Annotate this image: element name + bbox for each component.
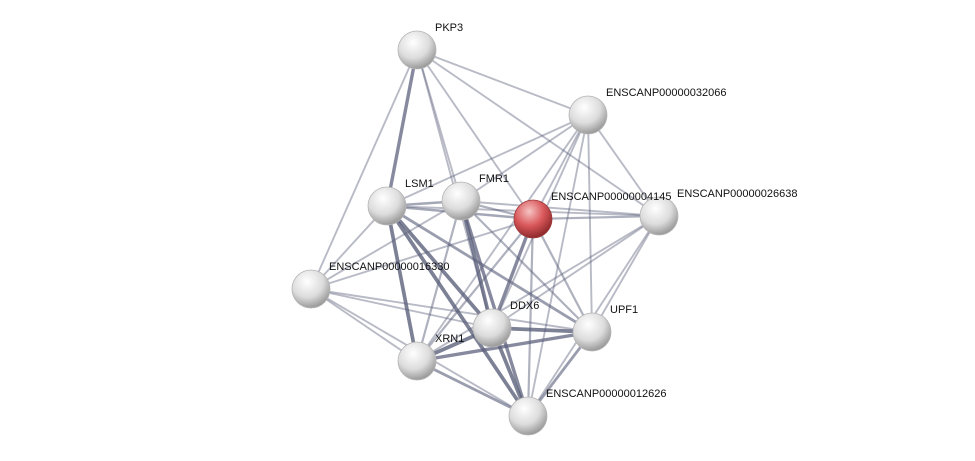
edge-E32066-E12626[interactable] bbox=[527, 114, 589, 417]
node-e12626[interactable] bbox=[508, 396, 548, 436]
edge-LSM1-XRN1[interactable] bbox=[385, 205, 419, 362]
node-label[interactable]: ENSCANP00000032066 bbox=[606, 87, 727, 99]
node-label[interactable]: ENSCANP00000016330 bbox=[329, 261, 450, 273]
edge-E04145-E16330[interactable] bbox=[310, 218, 534, 290]
edge-FMR1-UPF1[interactable] bbox=[460, 200, 593, 333]
edge-E16330-UPF1[interactable] bbox=[310, 288, 593, 333]
edge-FMR1-E16330[interactable] bbox=[310, 200, 462, 290]
node-label[interactable]: XRN1 bbox=[435, 333, 465, 345]
node-label[interactable]: ENSCANP00000026638 bbox=[677, 188, 798, 200]
edge-E32066-FMR1[interactable] bbox=[460, 114, 589, 202]
edge-E16330-XRN1[interactable] bbox=[310, 288, 418, 362]
edge-PKP3-E26638[interactable] bbox=[416, 49, 660, 217]
node-label[interactable]: FMR1 bbox=[479, 173, 509, 185]
edge-PKP3-E32066[interactable] bbox=[416, 49, 589, 116]
edge-PKP3-FMR1[interactable] bbox=[416, 49, 462, 202]
edge-PKP3-LSM1[interactable] bbox=[385, 49, 419, 207]
edge-PKP3-E16330[interactable] bbox=[310, 49, 418, 290]
node-lsm1[interactable] bbox=[367, 186, 407, 226]
node-label[interactable]: DDX6 bbox=[510, 300, 540, 312]
node-label[interactable]: PKP3 bbox=[435, 22, 464, 34]
edge-E32066-LSM1[interactable] bbox=[386, 114, 589, 207]
edge-E26638-XRN1[interactable] bbox=[416, 215, 660, 362]
edge-E04145-DDX6[interactable] bbox=[490, 218, 535, 329]
node-ddx6[interactable] bbox=[472, 308, 512, 348]
edge-FMR1-XRN1[interactable] bbox=[415, 200, 463, 362]
node-label[interactable]: LSM1 bbox=[405, 178, 434, 190]
edge-E04145-XRN1[interactable] bbox=[416, 218, 534, 362]
edge-FMR1-E26638[interactable] bbox=[460, 200, 660, 217]
node-label[interactable]: ENSCANP00000004145 bbox=[551, 191, 672, 203]
edge-E16330-DDX6[interactable] bbox=[310, 288, 493, 329]
edge-E04145-UPF1[interactable] bbox=[532, 218, 593, 333]
edge-E32066-XRN1[interactable] bbox=[416, 114, 589, 362]
edge-E26638-UPF1[interactable] bbox=[591, 215, 660, 333]
node-e26638[interactable] bbox=[639, 196, 679, 236]
edge-FMR1-E12626[interactable] bbox=[459, 200, 530, 417]
edge-XRN1-E12626[interactable] bbox=[416, 359, 529, 418]
edge-E32066-E26638[interactable] bbox=[587, 114, 660, 217]
edge-PKP3-E04145[interactable] bbox=[416, 49, 534, 220]
node-pkp3[interactable] bbox=[397, 30, 437, 70]
node-e32066[interactable] bbox=[568, 95, 608, 135]
node-xrn1[interactable] bbox=[397, 341, 437, 381]
node-e16330[interactable] bbox=[291, 269, 331, 309]
node-fmr1[interactable] bbox=[441, 181, 481, 221]
edge-LSM1-UPF1[interactable] bbox=[386, 204, 593, 334]
edge-LSM1-E12626[interactable] bbox=[385, 204, 530, 418]
node-label[interactable]: ENSCANP00000012626 bbox=[546, 388, 667, 400]
node-e04145[interactable] bbox=[513, 199, 553, 239]
edge-LSM1-DDX6[interactable] bbox=[385, 204, 494, 330]
edge-E32066-UPF1[interactable] bbox=[587, 114, 593, 333]
edge-E04145-E12626[interactable] bbox=[526, 218, 535, 417]
edge-E32066-E04145[interactable] bbox=[532, 114, 589, 220]
node-upf1[interactable] bbox=[572, 312, 612, 352]
edge-E26638-DDX6[interactable] bbox=[491, 215, 660, 329]
edge-XRN1-UPF1[interactable] bbox=[416, 330, 593, 363]
node-label[interactable]: UPF1 bbox=[610, 304, 639, 316]
edge-E04145-E26638[interactable] bbox=[532, 214, 660, 221]
